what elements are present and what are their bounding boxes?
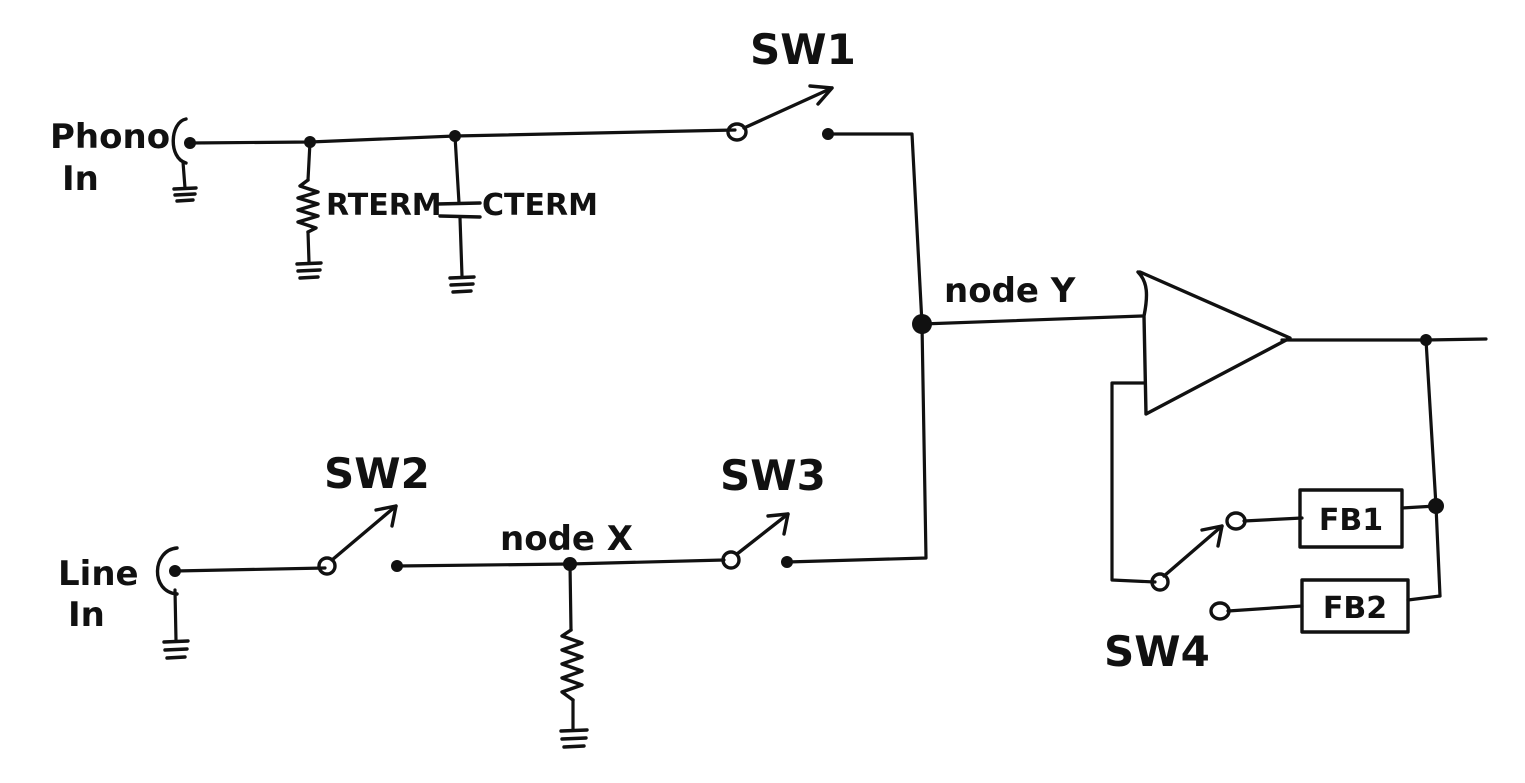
wire-rterm-bottom [306, 230, 311, 264]
phono-in-label-line1: Phono [50, 117, 170, 157]
fb2-label: FB2 [1323, 591, 1387, 626]
sw3-arrowhead [766, 512, 790, 536]
junction-cterm [449, 130, 461, 142]
phono-ground-symbol [172, 186, 198, 203]
sw2-switch [317, 504, 403, 576]
c-term-ground-symbol [448, 275, 476, 294]
sw2-label: SW2 [324, 449, 430, 498]
fb1-box: FB1 [1298, 488, 1404, 549]
sw1-contact [822, 128, 834, 140]
node-x-resistor [559, 628, 589, 749]
sw3-switch [721, 512, 793, 570]
line-ground-symbol [162, 639, 190, 660]
sw3-contact [781, 556, 793, 568]
sw1-pivot [726, 122, 748, 142]
sw4-lever [1162, 524, 1224, 578]
wire-nodey-down [785, 322, 928, 564]
phono-in-label-line2: In [62, 159, 99, 199]
wire-sw2-to-sw3 [395, 558, 726, 568]
sw1-label: SW1 [750, 25, 856, 74]
wire-nodex-down [568, 562, 573, 632]
opamp [1136, 270, 1292, 416]
junction-feedback [1428, 498, 1444, 514]
sw4-pivot [1150, 572, 1170, 592]
sw4-arrowhead [1200, 524, 1224, 548]
line-in-label-line2: In [68, 595, 105, 635]
sw4-contact-fb1 [1225, 511, 1247, 531]
sw2-contact [391, 560, 403, 572]
wire-cterm-top [453, 134, 461, 205]
wire-fb2-right [1406, 594, 1442, 602]
node-y-label: node Y [944, 271, 1076, 311]
junctions [304, 130, 1444, 571]
line-in-label-line1: Line [58, 554, 139, 594]
sw4-contact-fb2 [1209, 601, 1231, 621]
fb2-box: FB2 [1300, 578, 1410, 634]
sw2-pivot [317, 556, 337, 576]
sw4-label: SW4 [1104, 627, 1210, 676]
c-term-label: CTERM [482, 188, 598, 223]
phono-jack-sleeve [171, 117, 188, 165]
wire-inverting-loop [1110, 381, 1157, 584]
r-term-ground-symbol [295, 261, 323, 280]
sw4-switch [1150, 511, 1247, 621]
wire-feedback-right [1424, 338, 1442, 598]
sw2-arrowhead [374, 504, 398, 528]
wire-fb2-left [1226, 604, 1304, 613]
fb1-rect [1298, 488, 1404, 549]
fb2-rect [1300, 578, 1410, 634]
opamp-triangle [1136, 270, 1292, 416]
wire-cterm-bottom [458, 216, 464, 278]
phono-jack-tip [184, 137, 196, 149]
wire-phono-ground [181, 160, 187, 190]
sw3-lever [735, 512, 790, 556]
wire-linein-to-sw2 [173, 566, 327, 573]
r-term-resistor [295, 178, 323, 280]
wire-rterm-top [306, 140, 312, 182]
wire-fb1-left [1242, 516, 1304, 523]
junction-rterm [304, 136, 316, 148]
r-term-zigzag [296, 178, 320, 234]
labels: Phono In Line In RTERM CTERM SW1 SW2 SW3… [50, 25, 1210, 676]
node-x-label: node X [500, 519, 633, 559]
sw1-lever [742, 86, 834, 130]
line-jack-tip [169, 565, 181, 577]
phono-jack [171, 117, 198, 203]
wire-phono-main [188, 128, 737, 145]
sw1-switch [726, 84, 834, 142]
sw1-arrowhead [808, 84, 834, 106]
wire-opamp-output [1280, 337, 1488, 342]
sw3-label: SW3 [720, 451, 826, 500]
line-jack [155, 546, 190, 660]
sw3-pivot [721, 550, 741, 570]
node-x-resistor-zigzag [560, 628, 584, 702]
fb1-label: FB1 [1319, 503, 1383, 538]
junction-node-y [912, 314, 932, 334]
junction-node-x [563, 557, 577, 571]
wire-sw1-to-nodey [826, 132, 924, 326]
node-x-ground-symbol [559, 728, 589, 749]
c-term-capacitor [435, 201, 482, 294]
r-term-label: RTERM [326, 188, 442, 223]
wire-nodey-to-opamp [920, 314, 1144, 326]
c-term-plate-bottom [438, 214, 482, 219]
line-jack-sleeve [155, 546, 179, 596]
sw2-lever [330, 504, 398, 562]
junction-opamp-output [1420, 334, 1432, 346]
c-term-plate-top [435, 201, 482, 206]
wire-line-ground [173, 588, 178, 642]
